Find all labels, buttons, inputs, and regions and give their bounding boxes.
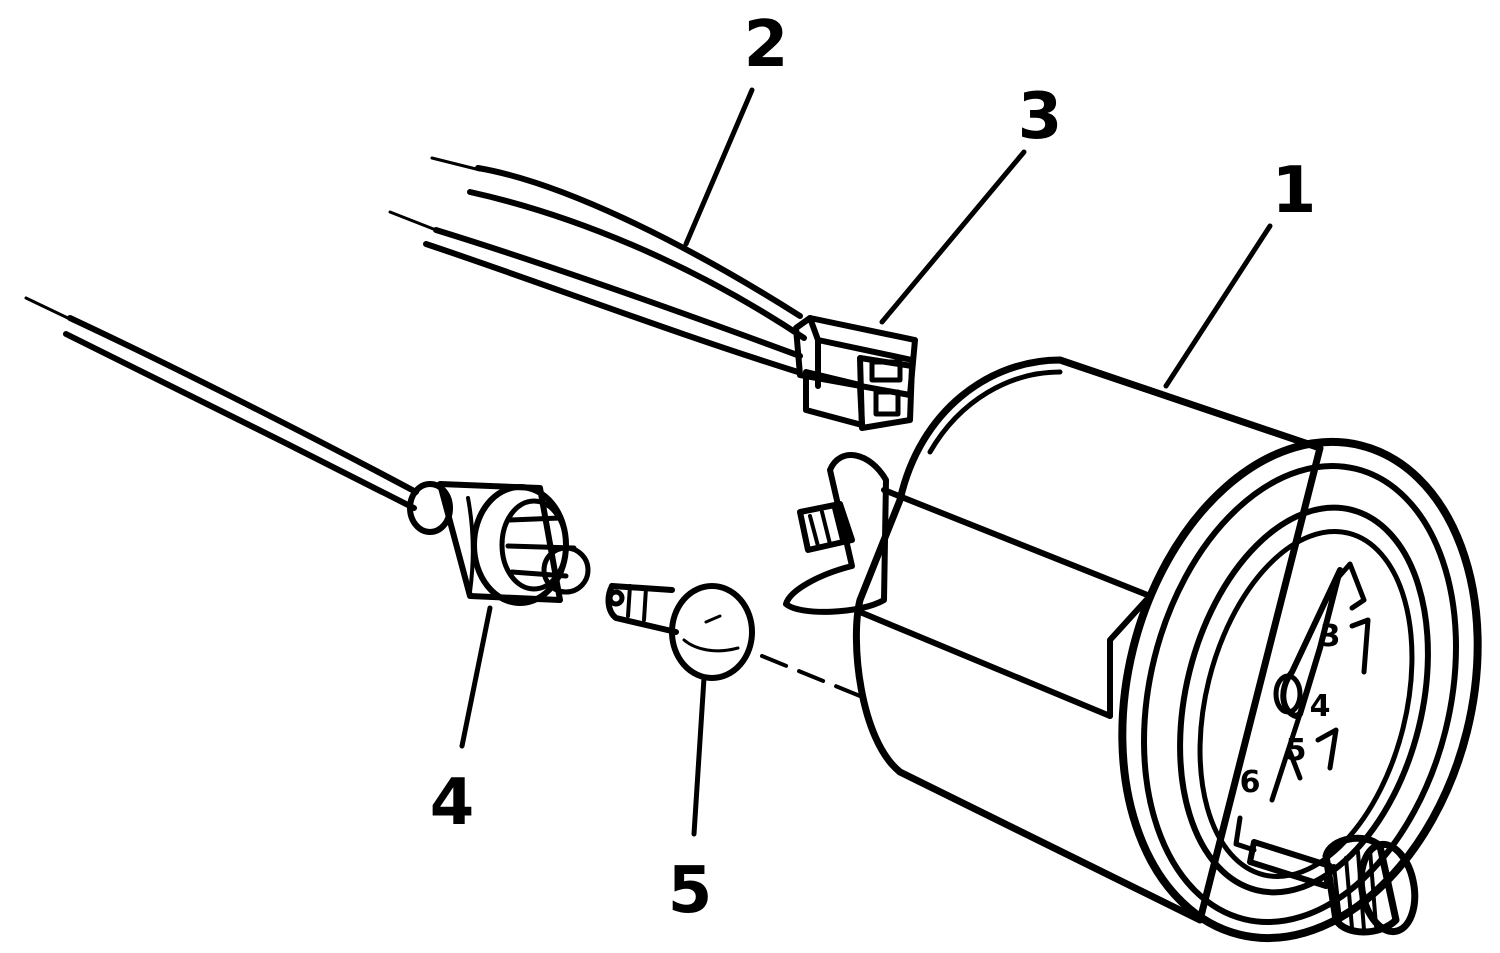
callout-5: 5 <box>668 854 713 928</box>
gauge: 3 4 5 6 <box>783 356 1482 943</box>
leader-line-5 <box>691 675 707 837</box>
wire-harness <box>388 156 807 375</box>
alignment-dashed-line <box>760 654 862 698</box>
leader-lines <box>459 87 1273 837</box>
leader-line-3 <box>879 149 1027 325</box>
callout-3: 3 <box>1018 80 1063 154</box>
leader-line-4 <box>459 605 493 749</box>
leader-line-1 <box>1163 223 1273 389</box>
gauge-scale-5: 5 <box>1286 733 1307 768</box>
connector-plug <box>793 315 918 431</box>
callout-2: 2 <box>744 8 789 82</box>
bulb <box>605 583 755 681</box>
leader-line-2 <box>683 87 755 247</box>
gauge-scale-4: 4 <box>1310 689 1331 724</box>
bulb-socket <box>24 296 591 606</box>
callout-1: 1 <box>1272 154 1317 228</box>
callout-4: 4 <box>430 766 475 840</box>
gauge-scale-6: 6 <box>1240 765 1261 800</box>
gauge-scale-3: 3 <box>1320 619 1341 654</box>
